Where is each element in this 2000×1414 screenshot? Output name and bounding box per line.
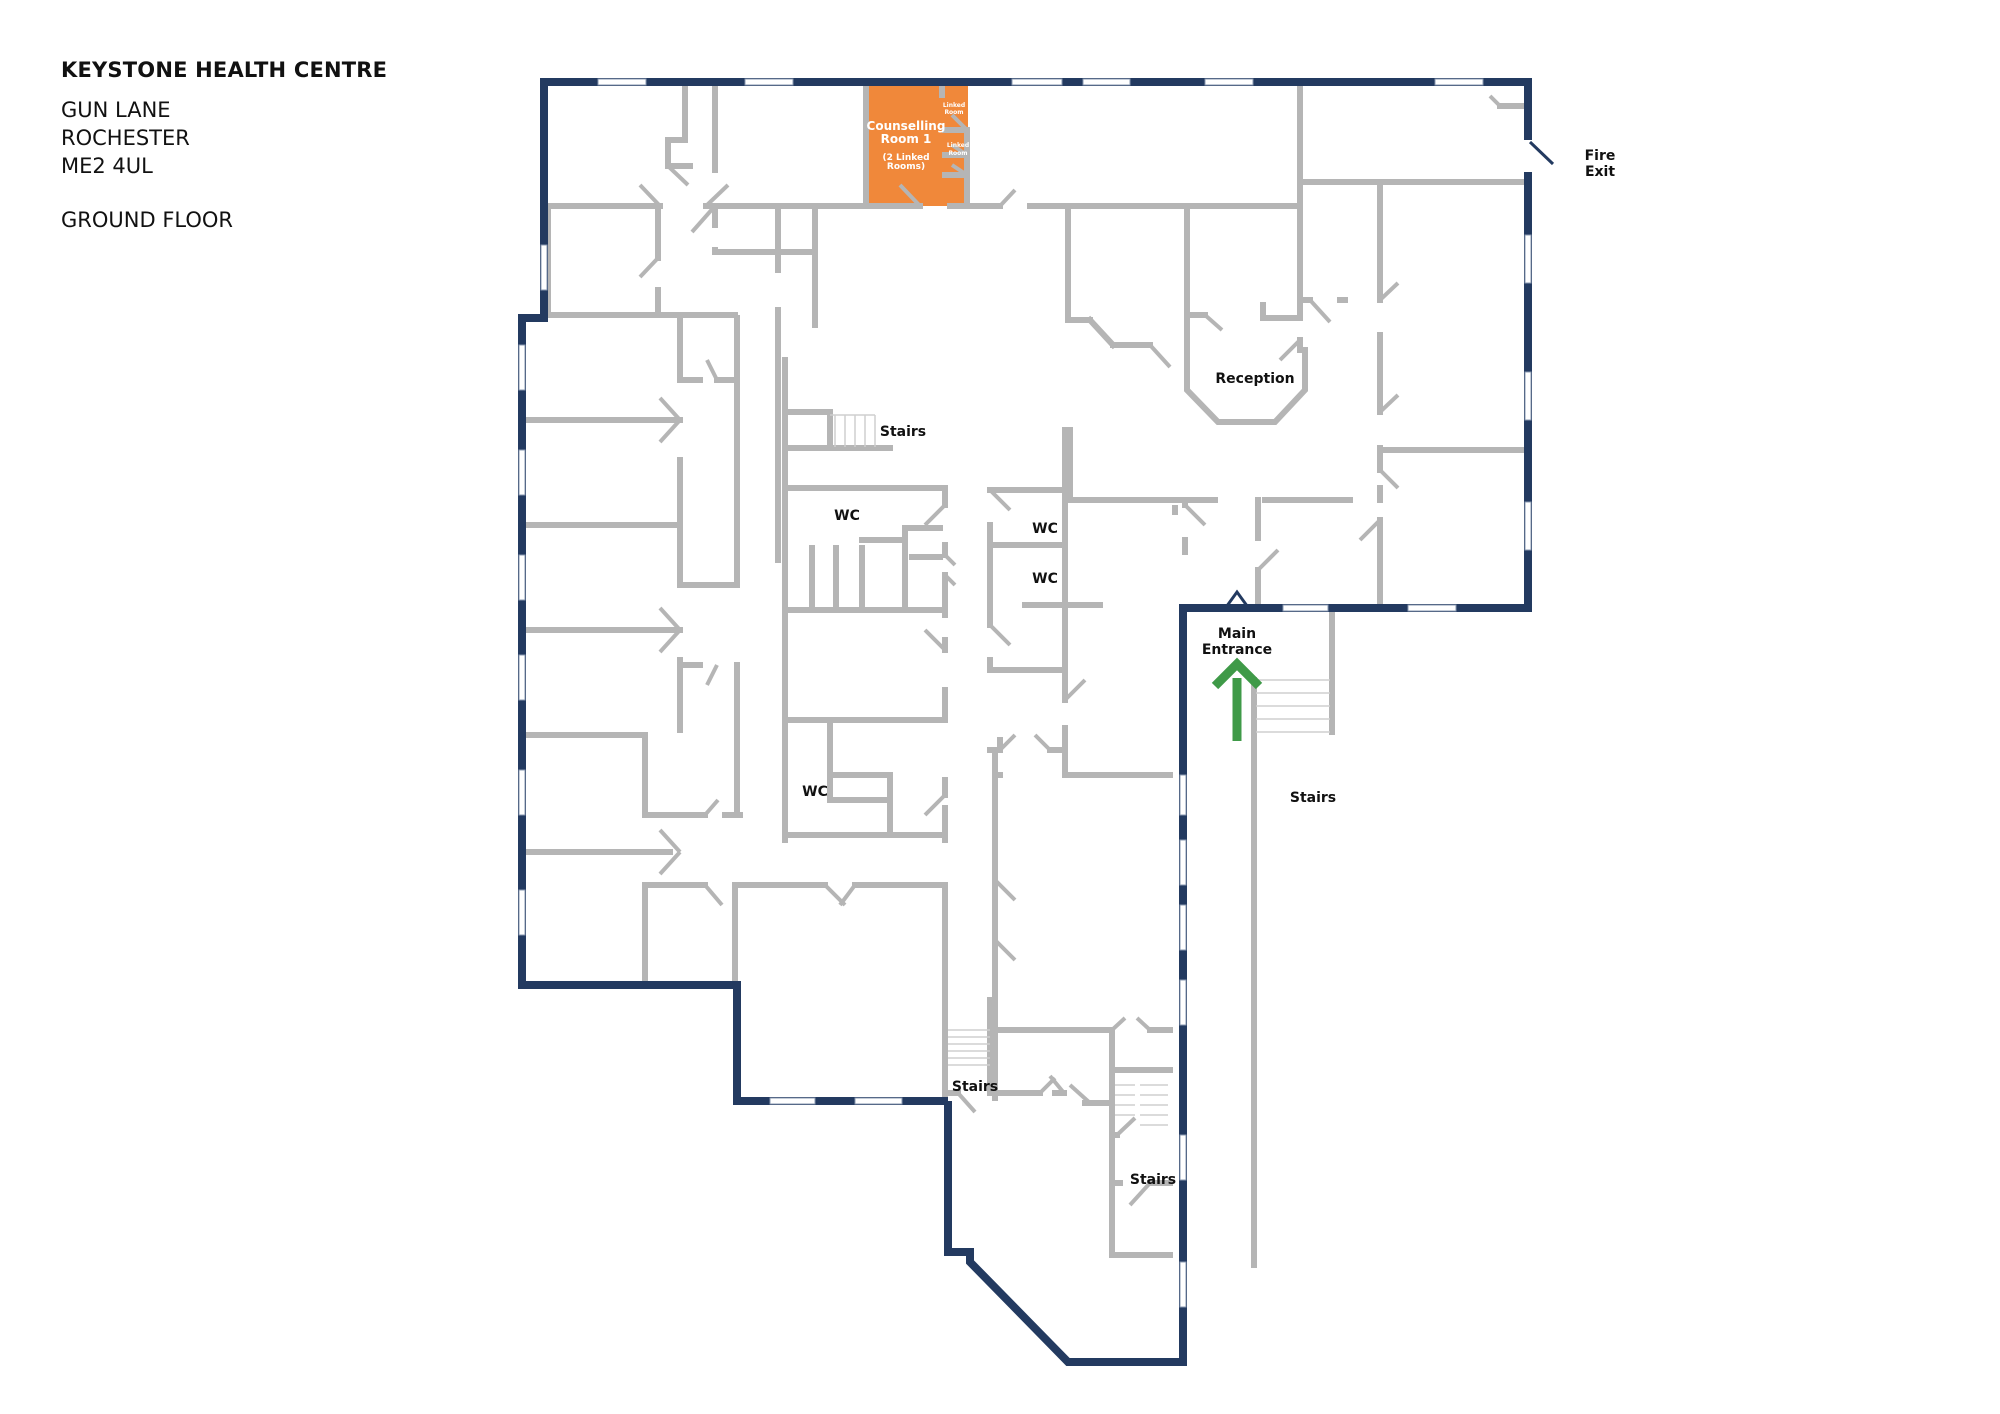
counselling-label-3: (2 Linked [882,153,929,163]
wc-label-3: WC [1032,571,1058,587]
fire-exit-door[interactable] [1528,140,1555,166]
linked-room-b-1: Linked [947,142,969,149]
counselling-label-2: Room 1 [881,132,932,146]
plan-header: KEYSTONE HEALTH CENTRE GUN LANE ROCHESTE… [61,58,387,232]
main-entrance-label-1: Main [1218,626,1256,642]
stairs-label-3: Stairs [952,1079,998,1095]
wc-label-4: WC [802,784,828,800]
building-title: KEYSTONE HEALTH CENTRE [61,58,388,82]
reception-label: Reception [1215,371,1294,387]
counselling-room-highlight[interactable] [868,85,968,206]
stairs-label-1: Stairs [880,424,926,440]
floor-label: GROUND FLOOR [61,208,233,232]
main-entrance-door[interactable] [1222,589,1252,611]
counselling-label-4: Rooms) [887,162,925,172]
stairs-label-2: Stairs [1290,790,1336,806]
wc-label-1: WC [834,508,860,524]
stair-treads [830,414,1330,1126]
main-entrance-label-2: Entrance [1202,642,1272,658]
stairs-label-4: Stairs [1130,1172,1176,1188]
entrance-arrow-icon [1211,657,1263,741]
wc-label-2: WC [1032,521,1058,537]
linked-room-b-2: Room [948,150,967,157]
counselling-room-labels: Counselling Room 1 (2 Linked Rooms) Link… [867,102,970,172]
address-postcode: ME2 4UL [61,154,153,178]
door-swings [638,94,1502,1207]
windows [518,78,1532,1308]
linked-room-a-2: Room [944,109,963,116]
address-street: GUN LANE [61,98,171,122]
interior-walls [519,82,1531,1268]
address-town: ROCHESTER [61,126,190,150]
counselling-label-1: Counselling [867,119,946,133]
linked-room-a-1: Linked [943,102,965,109]
fire-exit-label-2: Exit [1585,164,1615,180]
fire-exit-label-1: Fire [1585,148,1616,164]
